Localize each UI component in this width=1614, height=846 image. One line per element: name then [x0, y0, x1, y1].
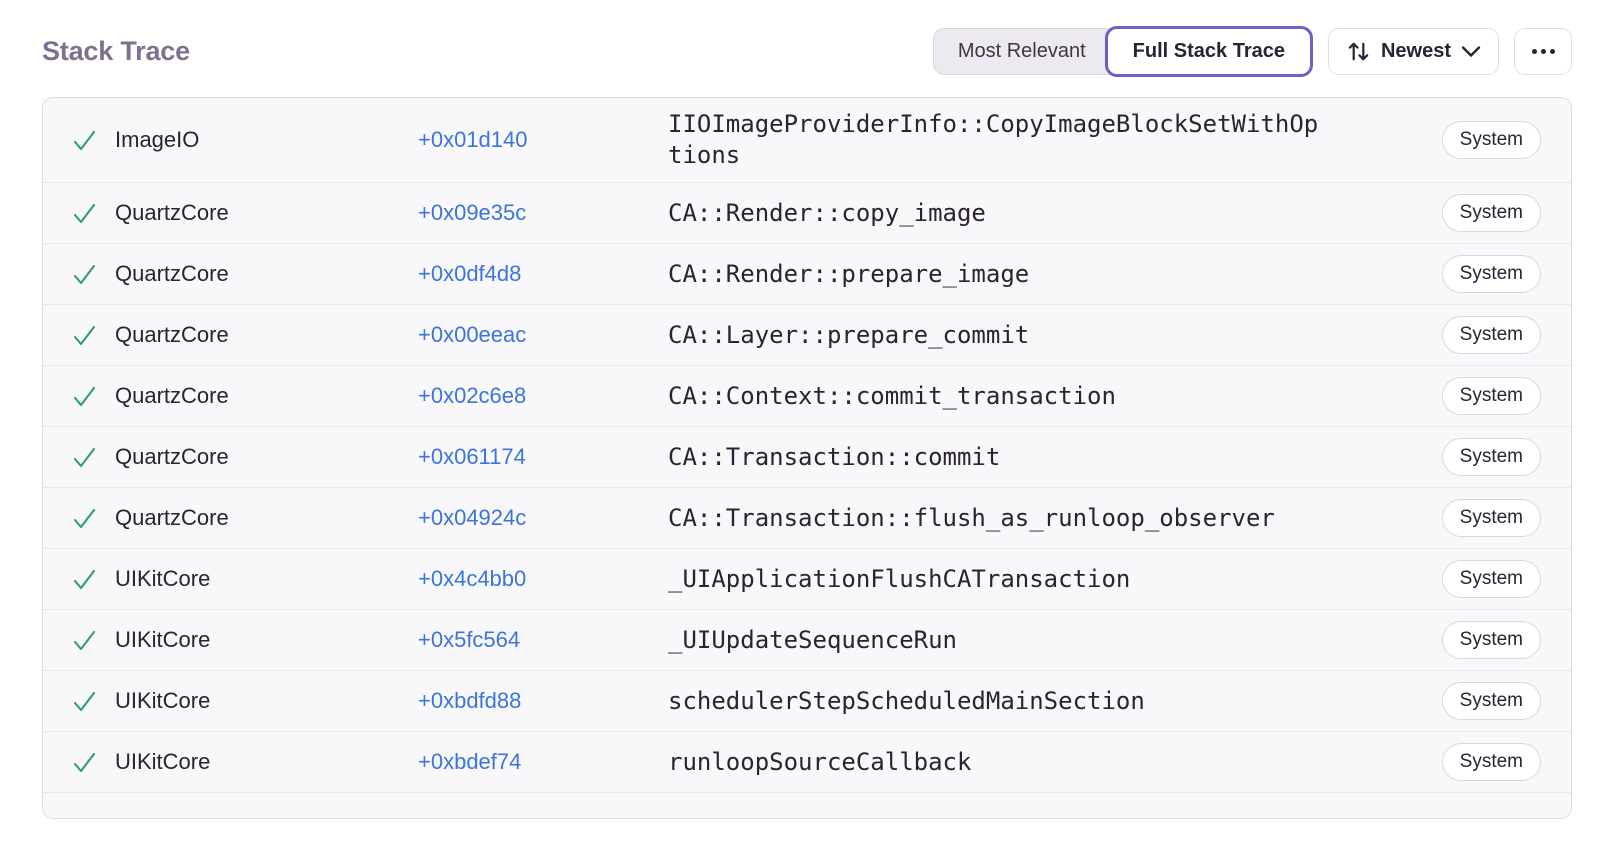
- stack-trace-header: Stack Trace Most Relevant Full Stack Tra…: [42, 24, 1572, 78]
- frame-address-link[interactable]: +0x09e35c: [418, 200, 527, 225]
- more-options-button[interactable]: [1514, 27, 1572, 75]
- module-name: ImageIO: [115, 127, 200, 152]
- frame-address-link[interactable]: +0x02c6e8: [418, 383, 527, 408]
- frame-address-link[interactable]: +0x5fc564: [418, 627, 521, 652]
- frame-address-link[interactable]: +0xbdfd88: [418, 688, 522, 713]
- module-name: QuartzCore: [115, 322, 229, 347]
- stack-frame-row[interactable]: QuartzCore +0x09e35c CA::Render::copy_im…: [43, 183, 1571, 244]
- page-title: Stack Trace: [42, 35, 190, 66]
- sort-button[interactable]: Newest: [1327, 27, 1499, 75]
- function-name: CA::Transaction::commit: [668, 442, 1001, 471]
- frame-address-link[interactable]: +0x061174: [418, 444, 526, 469]
- full-stack-trace-button[interactable]: Full Stack Trace: [1104, 25, 1313, 77]
- check-icon: [71, 627, 115, 654]
- module-name: QuartzCore: [115, 261, 229, 286]
- function-name: CA::Transaction::flush_as_runloop_observ…: [668, 503, 1275, 532]
- check-icon: [71, 127, 115, 154]
- function-name: CA::Render::copy_image: [668, 198, 986, 227]
- function-name: runloopSourceCallback: [668, 747, 972, 776]
- system-badge: System: [1441, 682, 1541, 720]
- stack-frame-row[interactable]: UIKitCore +0x4c4bb0 _UIApplicationFlushC…: [43, 549, 1571, 610]
- stack-frame-row[interactable]: QuartzCore +0x0df4d8 CA::Render::prepare…: [43, 244, 1571, 305]
- system-badge: System: [1441, 743, 1541, 781]
- check-icon: [71, 261, 115, 288]
- check-icon: [71, 383, 115, 410]
- check-icon: [71, 444, 115, 471]
- frame-address-link[interactable]: +0xbdef74: [418, 749, 522, 774]
- module-name: QuartzCore: [115, 200, 229, 225]
- stack-trace-table: ImageIO +0x01d140 IIOImageProviderInfo::…: [42, 97, 1572, 819]
- function-name: IIOImageProviderInfo::CopyImageBlockSetW…: [668, 110, 1319, 169]
- stack-frame-row[interactable]: UIKitCore +0xbdfd88 schedulerStepSchedul…: [43, 671, 1571, 732]
- check-icon: [71, 749, 115, 776]
- check-icon: [71, 566, 115, 593]
- module-name: QuartzCore: [115, 505, 229, 530]
- stack-frame-row[interactable]: ImageIO +0x01d140 IIOImageProviderInfo::…: [43, 98, 1571, 183]
- module-name: UIKitCore: [115, 688, 211, 713]
- system-badge: System: [1441, 560, 1541, 598]
- module-name: UIKitCore: [115, 627, 211, 652]
- stack-frame-row[interactable]: QuartzCore +0x04924c CA::Transaction::fl…: [43, 488, 1571, 549]
- stack-frame-row[interactable]: UIKitCore +0xbdef74 runloopSourceCallbac…: [43, 732, 1571, 793]
- function-name: _UIUpdateSequenceRun: [668, 625, 957, 654]
- chevron-down-icon: [1461, 45, 1481, 58]
- system-badge: System: [1441, 194, 1541, 232]
- frame-address-link[interactable]: +0x4c4bb0: [418, 566, 527, 591]
- stack-frame-row[interactable]: QuartzCore +0x061174 CA::Transaction::co…: [43, 427, 1571, 488]
- frame-address-link[interactable]: +0x00eeac: [418, 322, 527, 347]
- system-badge: System: [1441, 255, 1541, 293]
- system-badge: System: [1441, 621, 1541, 659]
- module-name: QuartzCore: [115, 383, 229, 408]
- frame-address-link[interactable]: +0x04924c: [418, 505, 527, 530]
- stack-frame-row[interactable]: UIKitCore +0x5fc564 _UIUpdateSequenceRun…: [43, 610, 1571, 671]
- function-name: schedulerStepScheduledMainSection: [668, 686, 1145, 715]
- frame-address-link[interactable]: +0x01d140: [418, 127, 528, 152]
- system-badge: System: [1441, 121, 1541, 159]
- check-icon: [71, 688, 115, 715]
- function-name: _UIApplicationFlushCATransaction: [668, 564, 1131, 593]
- module-name: UIKitCore: [115, 566, 211, 591]
- stack-frame-row[interactable]: QuartzCore +0x00eeac CA::Layer::prepare_…: [43, 305, 1571, 366]
- function-name: CA::Context::commit_transaction: [668, 381, 1116, 410]
- most-relevant-button[interactable]: Most Relevant: [932, 27, 1119, 75]
- system-badge: System: [1441, 316, 1541, 354]
- check-icon: [71, 505, 115, 532]
- module-name: QuartzCore: [115, 444, 229, 469]
- module-name: UIKitCore: [115, 749, 211, 774]
- frame-address-link[interactable]: +0x0df4d8: [418, 261, 522, 286]
- check-icon: [71, 322, 115, 349]
- stack-frame-row-partial: [43, 793, 1571, 818]
- header-controls: Most Relevant Full Stack Trace Newest: [932, 25, 1572, 77]
- check-icon: [71, 200, 115, 227]
- function-name: CA::Render::prepare_image: [668, 259, 1030, 288]
- stack-frame-row[interactable]: QuartzCore +0x02c6e8 CA::Context::commit…: [43, 366, 1571, 427]
- ellipsis-icon: [1531, 48, 1555, 54]
- view-toggle-segmented-control: Most Relevant Full Stack Trace: [932, 25, 1313, 77]
- sort-arrows-icon: [1346, 39, 1371, 64]
- system-badge: System: [1441, 438, 1541, 476]
- system-badge: System: [1441, 377, 1541, 415]
- sort-label: Newest: [1380, 39, 1451, 62]
- system-badge: System: [1441, 499, 1541, 537]
- function-name: CA::Layer::prepare_commit: [668, 320, 1030, 349]
